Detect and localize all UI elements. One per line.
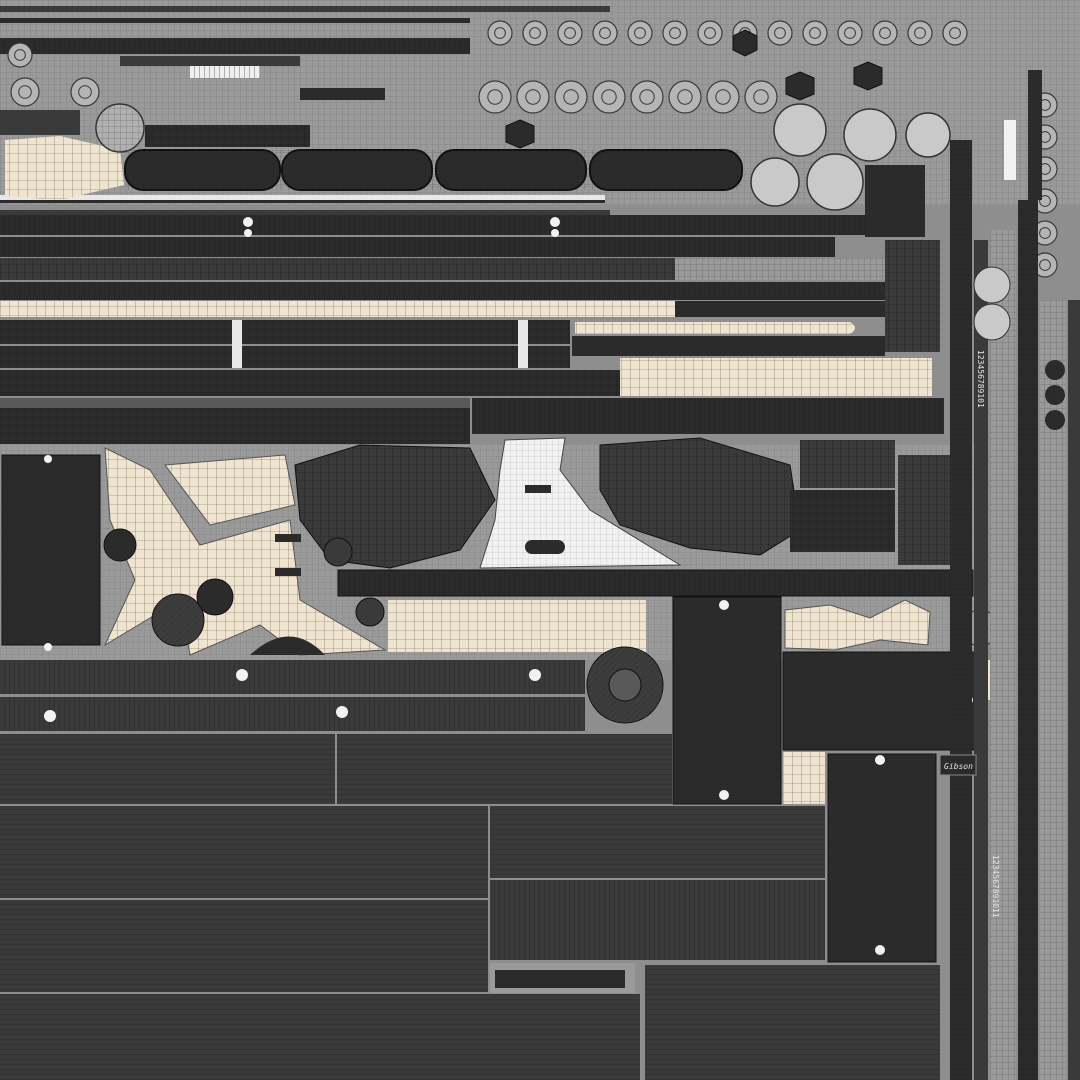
gear-hub	[529, 27, 541, 39]
fret-scale-top: 123456789101	[976, 350, 985, 408]
gear-icon	[907, 20, 933, 46]
gear-icon	[837, 20, 863, 46]
logo-label: Gibson	[944, 762, 973, 771]
gear-icon	[662, 20, 688, 46]
gear-icon	[872, 20, 898, 46]
screw-icon	[243, 217, 560, 237]
binding-strips	[0, 165, 944, 444]
gear-hub	[564, 27, 576, 39]
gear-icon	[10, 77, 40, 107]
gear-hub	[494, 27, 506, 39]
gear-hub	[914, 27, 926, 39]
gear-hub	[844, 27, 856, 39]
gear-hub	[563, 89, 579, 105]
gear-icon	[592, 20, 618, 46]
gear-hub	[1039, 259, 1051, 271]
gear-hub	[753, 89, 769, 105]
gear-icon	[744, 80, 778, 114]
gear-icon	[630, 80, 664, 114]
body-shells	[0, 437, 999, 724]
pickup-rails	[124, 149, 743, 191]
gear-icon	[554, 80, 588, 114]
gear-icon	[557, 20, 583, 46]
gear-hub	[14, 49, 26, 61]
gear-hub	[879, 27, 891, 39]
gear-icon	[487, 20, 513, 46]
gear-hub	[601, 89, 617, 105]
gear-hub	[774, 27, 786, 39]
gear-icon	[627, 20, 653, 46]
gear-icon	[802, 20, 828, 46]
gear-hub	[669, 27, 681, 39]
gear-hub	[78, 85, 92, 99]
top-parts-strip	[0, 0, 1080, 278]
gear-hub	[18, 85, 32, 99]
neck-vertical-strips	[939, 70, 1080, 1080]
gear-hub	[599, 27, 611, 39]
gear-hub	[525, 89, 541, 105]
gear-icon	[767, 20, 793, 46]
gear-icon	[478, 80, 512, 114]
gear-hub	[1039, 195, 1051, 207]
gear-hub	[634, 27, 646, 39]
gear-icon	[516, 80, 550, 114]
gear-hub	[715, 89, 731, 105]
gear-icon	[706, 80, 740, 114]
gear-icon	[697, 20, 723, 46]
knob-icon	[103, 528, 999, 724]
gear-hub	[704, 27, 716, 39]
gear-hub	[809, 27, 821, 39]
gear-icon	[592, 80, 626, 114]
gear-hub	[487, 89, 503, 105]
plank-panels	[0, 596, 1007, 1080]
gear-icon	[522, 20, 548, 46]
gear-hub	[949, 27, 961, 39]
gear-icon	[70, 77, 100, 107]
gear-hub	[639, 89, 655, 105]
gear-icon	[668, 80, 702, 114]
hex-nuts	[505, 29, 883, 149]
fret-scale-bottom: 1234567891011	[991, 855, 1000, 918]
gear-icon	[942, 20, 968, 46]
knob-discs	[95, 103, 951, 211]
gear-hub	[1039, 227, 1051, 239]
gear-hub	[677, 89, 693, 105]
gear-icon	[7, 42, 33, 68]
